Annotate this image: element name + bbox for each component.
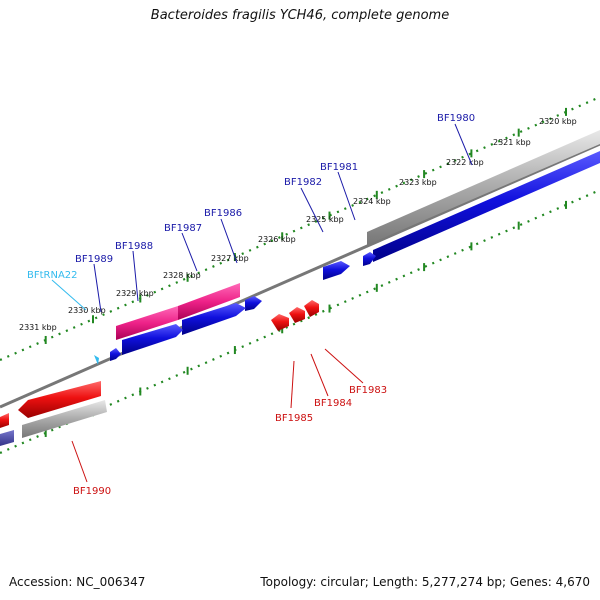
tick-label: 2322 kbp [446, 158, 484, 167]
gene-bf1983-arrow[interactable] [304, 300, 319, 317]
gene-label-bf1984[interactable]: BF1984 [314, 398, 352, 409]
leader-bf1987 [181, 232, 198, 272]
tick-label: 2326 kbp [258, 235, 296, 244]
gene-bf1990-bar[interactable] [18, 381, 101, 418]
tick-label: 2325 kbp [306, 215, 344, 224]
leader-bf1982 [300, 187, 324, 233]
gene-label-bf1982[interactable]: BF1982 [284, 177, 322, 188]
gene-bf1983-arrow-fwd[interactable] [323, 261, 350, 280]
gene-bf1989-arrow[interactable] [110, 348, 121, 361]
gene-bf1988-cds[interactable] [122, 324, 183, 355]
page-title: Bacteroides fragilis YCH46, complete gen… [150, 8, 450, 23]
gene-bf1985-arrow[interactable] [271, 314, 289, 331]
gene-label-bf1986[interactable]: BF1986 [204, 208, 242, 219]
leader-bf1980 [454, 123, 473, 166]
gene-bf1988-rna[interactable] [116, 306, 178, 340]
gene-bf1980-bar[interactable] [367, 130, 600, 245]
gene-label-bf1985[interactable]: BF1985 [275, 413, 313, 424]
accession-text: Accession: NC_006347 [9, 575, 146, 589]
gene-bf1986-arrow[interactable] [245, 296, 262, 311]
gene-label-bf1990[interactable]: BF1990 [73, 486, 111, 497]
leader-bf1988 [132, 250, 139, 302]
gene-label-bf1980[interactable]: BF1980 [437, 113, 475, 124]
gene-label-bf1987[interactable]: BF1987 [164, 223, 202, 234]
scale-line-lower [0, 188, 600, 455]
gene-label-bftrna22[interactable]: BFtRNA22 [27, 270, 78, 281]
tick-label: 2328 kbp [163, 271, 201, 280]
gene-bf1982-arrow[interactable] [363, 252, 376, 266]
leader-bf1983 [324, 348, 364, 384]
gene-label-bf1988[interactable]: BF1988 [115, 241, 153, 252]
leader-bf1989 [93, 263, 102, 313]
tick-label: 2323 kbp [399, 178, 437, 187]
gene-left-navy-edge[interactable] [0, 430, 14, 446]
leader-bf1985 [290, 360, 295, 409]
tick-label: 2331 kbp [19, 323, 57, 332]
tick-label: 2321 kbp [493, 138, 531, 147]
leader-bf1981 [337, 171, 356, 221]
gene-bf1990-pseudo[interactable] [22, 400, 107, 438]
scale-line-upper [0, 95, 600, 362]
gene-label-bf1989[interactable]: BF1989 [75, 254, 113, 265]
trna-bftrna22[interactable] [94, 355, 99, 365]
tick-label: 2330 kbp [68, 306, 106, 315]
tick-label: 2327 kbp [211, 254, 249, 263]
gene-bf1984-arrow[interactable] [289, 307, 305, 323]
scale-ticks [44, 107, 567, 437]
gene-bf1987-rna[interactable] [178, 283, 240, 320]
leader-bftrna22 [51, 279, 87, 311]
tick-label: 2324 kbp [353, 197, 391, 206]
tick-label: 2320 kbp [539, 117, 577, 126]
gene-bf1981-bar[interactable] [373, 151, 600, 262]
leader-bf1990 [71, 440, 88, 483]
gene-bf1987-cds[interactable] [182, 303, 246, 335]
leader-bf1986 [220, 218, 238, 264]
gene-left-red-edge[interactable] [0, 413, 9, 428]
genome-stats-text: Topology: circular; Length: 5,277,274 bp… [260, 575, 590, 589]
gene-label-bf1981[interactable]: BF1981 [320, 162, 358, 173]
gene-label-bf1983[interactable]: BF1983 [349, 385, 387, 396]
tick-label: 2329 kbp [116, 289, 154, 298]
leader-bf1984 [310, 353, 329, 397]
sequence-backbone [0, 142, 600, 409]
